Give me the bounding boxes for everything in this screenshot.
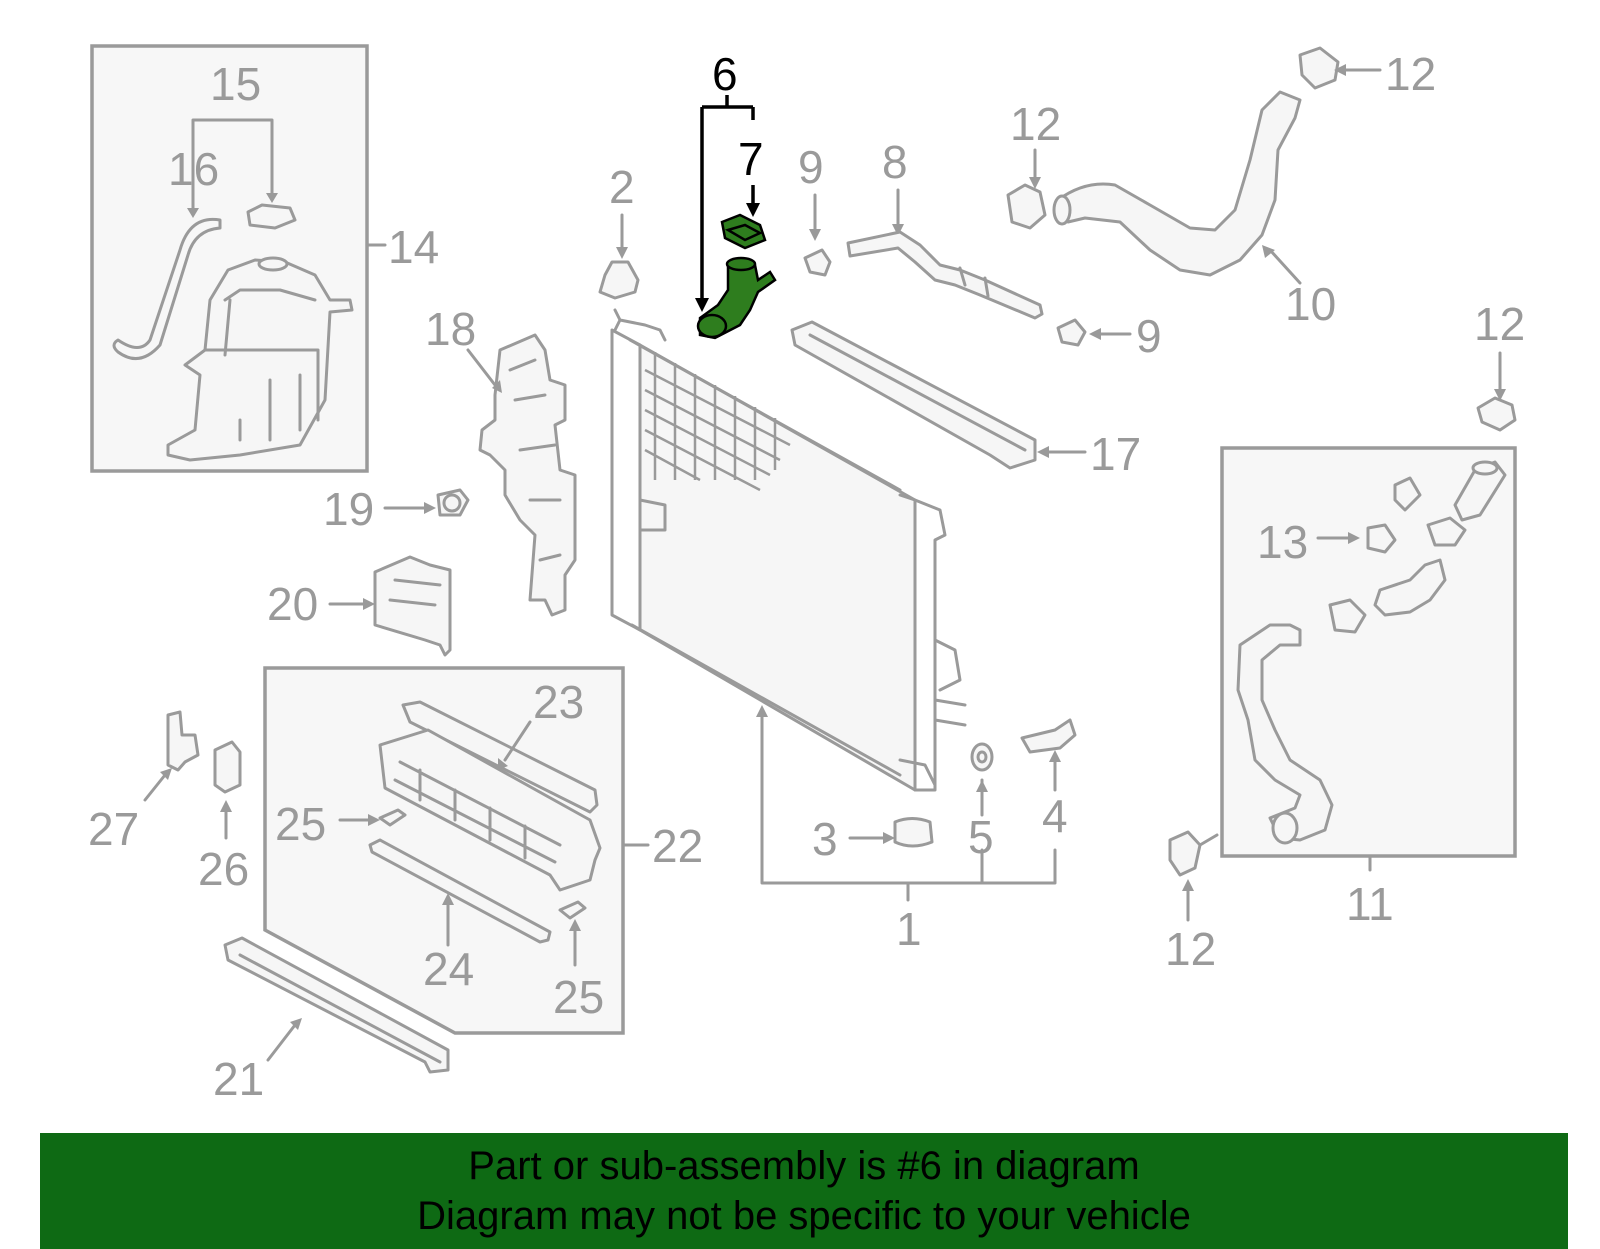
callout-16: 16 <box>168 143 219 195</box>
info-banner: Part or sub-assembly is #6 in diagram Di… <box>40 1133 1568 1249</box>
part-3 <box>893 817 934 848</box>
filler-neck-6 <box>696 256 777 340</box>
reservoir-group <box>90 44 369 473</box>
callout-12b: 12 <box>1385 48 1436 100</box>
clamp-12-b <box>1298 46 1340 90</box>
callout-9a: 9 <box>798 141 824 193</box>
callout-17: 17 <box>1090 428 1141 480</box>
callout-1: 1 <box>896 903 922 955</box>
callout-4: 4 <box>1042 790 1068 842</box>
bracket-26 <box>213 740 242 794</box>
callout-14: 14 <box>388 221 439 273</box>
callout-25b: 25 <box>553 971 604 1023</box>
banner-line-1: Part or sub-assembly is #6 in diagram <box>468 1144 1140 1188</box>
callout-6: 6 <box>712 48 738 100</box>
callout-11: 11 <box>1346 878 1394 930</box>
shutter-group <box>263 666 625 1035</box>
callout-3: 3 <box>812 813 838 865</box>
callout-23: 23 <box>533 676 584 728</box>
callout-22: 22 <box>652 820 703 872</box>
callout-10: 10 <box>1285 278 1336 330</box>
callout-26: 26 <box>198 843 249 895</box>
hose-8 <box>846 230 1044 320</box>
callout-12a: 12 <box>1010 98 1061 150</box>
callout-24: 24 <box>423 943 474 995</box>
callout-15: 15 <box>210 58 261 110</box>
bracket-27 <box>166 710 200 772</box>
part-4 <box>1020 718 1077 754</box>
support-17 <box>790 320 1037 470</box>
banner-line-2: Diagram may not be specific to your vehi… <box>417 1194 1191 1238</box>
callout-8: 8 <box>882 136 908 188</box>
callout-7: 7 <box>738 133 764 185</box>
clamp-12-d <box>1168 830 1202 877</box>
callout-21: 21 <box>213 1053 264 1105</box>
radiator <box>610 308 967 792</box>
hose-10 <box>1052 90 1302 277</box>
callout-20: 20 <box>267 578 318 630</box>
clamp-12-c <box>1476 396 1517 432</box>
callout-2: 2 <box>609 161 635 213</box>
callout-19: 19 <box>323 483 374 535</box>
filler-cap-7 <box>720 213 767 250</box>
part-2 <box>598 260 640 300</box>
callout-18: 18 <box>425 303 476 355</box>
callout-13: 13 <box>1257 516 1308 568</box>
clamp-9-top <box>803 248 832 277</box>
clamp-9-bottom <box>1056 318 1087 347</box>
part-5 <box>970 742 994 772</box>
support-21 <box>223 936 450 1074</box>
callout-27: 27 <box>88 803 139 855</box>
side-shroud <box>478 333 577 617</box>
callout-12d: 12 <box>1165 923 1216 975</box>
callout-12c: 12 <box>1474 298 1525 350</box>
clip-19 <box>436 488 470 517</box>
callout-9b: 9 <box>1136 310 1162 362</box>
callout-25a: 25 <box>275 798 326 850</box>
bracket-20 <box>373 555 452 657</box>
lower-hose-group <box>1220 446 1517 858</box>
clamp-12-a <box>1006 183 1047 230</box>
